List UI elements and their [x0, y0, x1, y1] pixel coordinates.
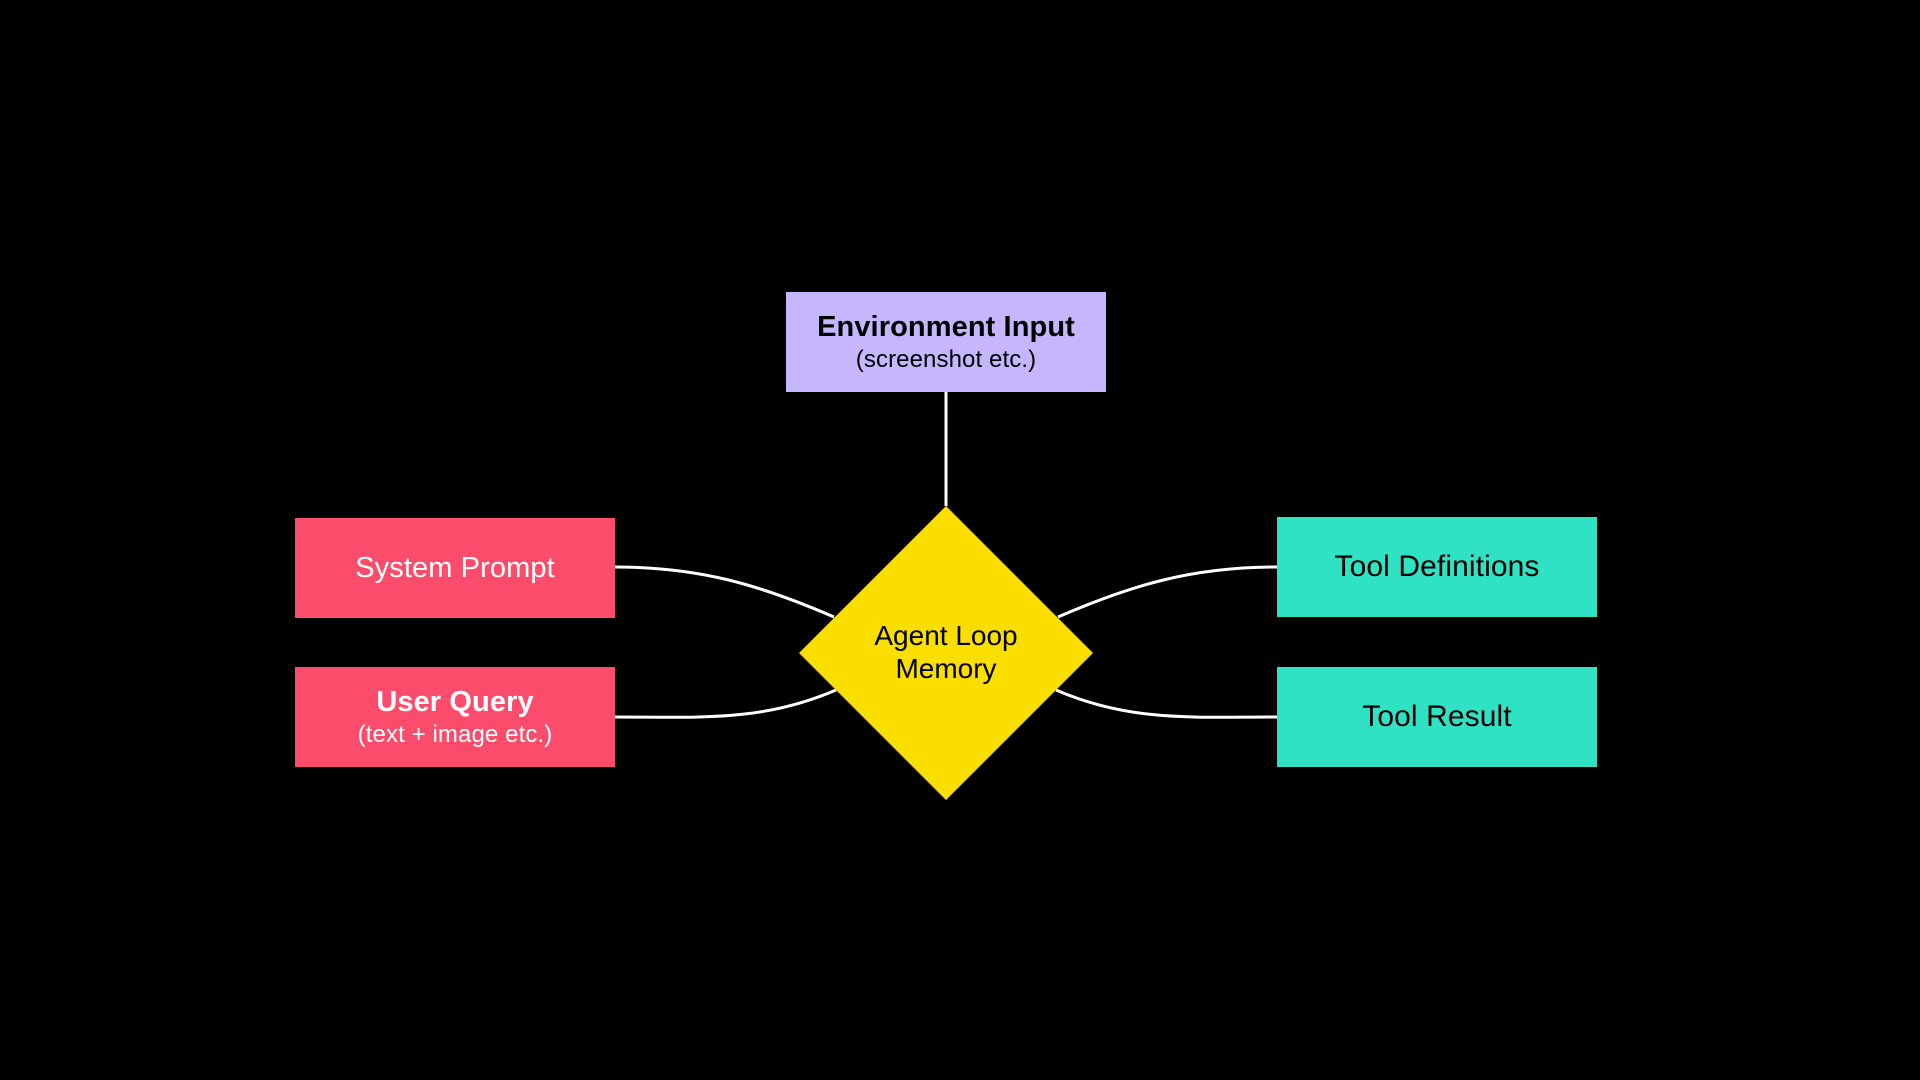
node-system-prompt-title: System Prompt [355, 551, 555, 584]
node-tool-result[interactable]: Tool Result [1277, 667, 1597, 767]
node-tool-result-title: Tool Result [1362, 700, 1512, 734]
node-user-query-subtitle: (text + image etc.) [357, 720, 553, 748]
node-agent-loop-memory[interactable]: Agent Loop Memory [799, 506, 1093, 800]
node-agent-loop-memory-label: Agent Loop Memory [874, 620, 1018, 684]
node-environment-input-subtitle: (screenshot etc.) [855, 345, 1037, 373]
node-environment-input[interactable]: Environment Input (screenshot etc.) [786, 292, 1106, 392]
node-environment-input-title: Environment Input [817, 310, 1075, 343]
node-user-query-title: User Query [376, 685, 534, 718]
node-tool-definitions[interactable]: Tool Definitions [1277, 517, 1597, 617]
node-system-prompt[interactable]: System Prompt [295, 518, 615, 618]
node-user-query[interactable]: User Query (text + image etc.) [295, 667, 615, 767]
node-tool-definitions-title: Tool Definitions [1334, 550, 1540, 584]
